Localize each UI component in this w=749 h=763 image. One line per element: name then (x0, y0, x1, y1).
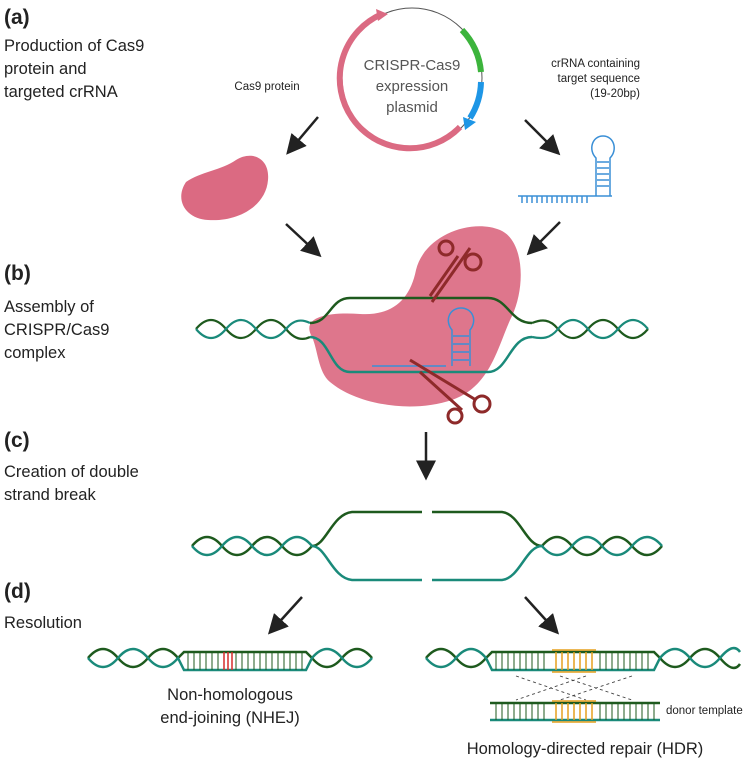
crrna-stem-rungs (597, 161, 609, 187)
dna-helix-right (531, 318, 649, 340)
plasmid-label: CRISPR-Cas9 expression plasmid (363, 57, 461, 116)
hdr-repair-mark (552, 649, 596, 673)
step-c-description: Creation of double strand break (4, 463, 139, 504)
step-b-letter: (b) (4, 262, 31, 285)
dsb-right-top (432, 510, 663, 557)
dsb-left-top (191, 510, 422, 557)
crispr-complex (195, 226, 649, 425)
dna-complex-bottom-strand (309, 335, 533, 374)
plasmid (336, 7, 484, 152)
arrow-to-cas9 (286, 116, 319, 155)
plasmid-blue-segment (467, 81, 484, 120)
step-d-letter: (d) (4, 580, 31, 603)
complex-guide-rna (372, 307, 475, 367)
dsb-left-bottom (191, 535, 422, 582)
dna-helix-left (195, 318, 311, 340)
step-b-description: Assembly of CRISPR/Cas9 complex (4, 298, 110, 362)
crrna (518, 135, 615, 203)
donor-template (490, 700, 660, 723)
step-a-description: Production of Cas9 protein and targeted … (4, 37, 145, 101)
plasmid-arrow-blue (463, 117, 476, 130)
nhej-label: Non-homologous end-joining (NHEJ) (160, 686, 300, 727)
donor-template-label: donor template (666, 705, 743, 717)
arrow-to-nhej (267, 596, 303, 635)
arrow-crrna-to-complex (526, 221, 561, 256)
step-d-description: Resolution (4, 614, 82, 632)
arrow-to-hdr (524, 596, 560, 635)
plasmid-green-segment (459, 27, 484, 73)
plasmid-arrow-pink (376, 9, 388, 21)
scissors-top-icon (428, 239, 483, 303)
dsb-right-bottom (432, 535, 663, 582)
step-a-letter: (a) (4, 6, 30, 29)
cas9-protein-label: Cas9 protein (234, 81, 300, 93)
arrows (267, 116, 561, 635)
hdr-dna (425, 646, 742, 723)
crrna-hairpin (591, 135, 615, 196)
plasmid-cas9-segment (336, 11, 463, 152)
step-c-letter: (c) (4, 429, 30, 452)
crrna-ticks (521, 196, 588, 203)
double-strand-break (191, 510, 663, 582)
arrow-to-crrna (524, 119, 561, 156)
cas9-protein-blob (181, 155, 269, 221)
scissors-bottom-icon (409, 358, 492, 425)
arrow-cas9-to-complex (285, 223, 322, 258)
cas9-complex-blob (309, 226, 521, 407)
hdr-label: Homology-directed repair (HDR) (466, 740, 704, 758)
crrna-label: crRNA containing target sequence (19-20b… (551, 58, 640, 100)
nhej-repair-mark (223, 652, 233, 670)
dna-complex-top-strand (309, 296, 533, 325)
nhej-dna (87, 647, 373, 672)
hdr-crossover-lines (515, 675, 633, 701)
